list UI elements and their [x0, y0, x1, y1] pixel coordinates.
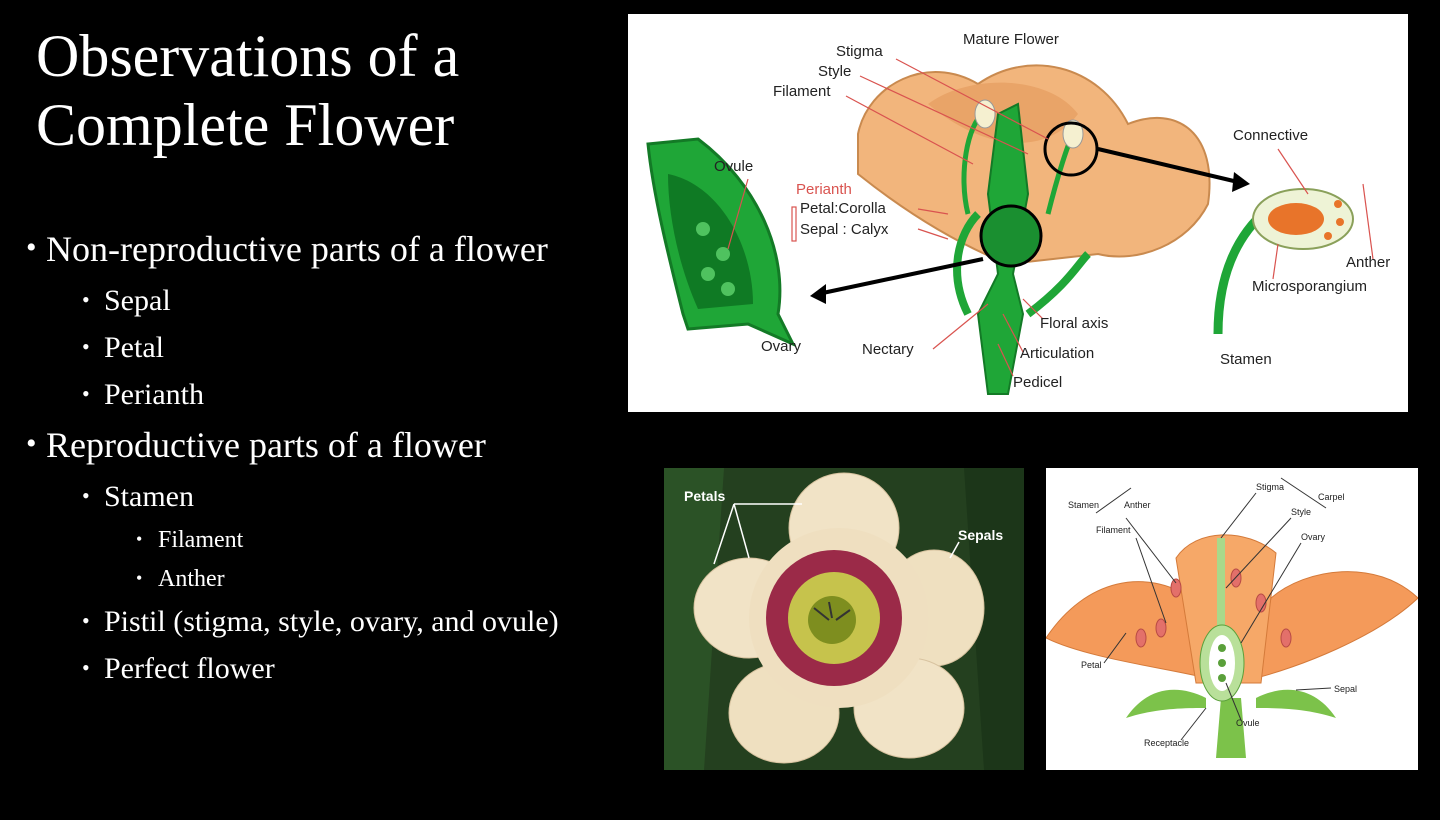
small-label-carpel: Carpel	[1318, 492, 1345, 502]
label-floral-axis: Floral axis	[1040, 315, 1108, 332]
photo-leader-lines	[713, 503, 960, 565]
daylily-photo-illustration: Petals Sepals	[664, 468, 1024, 770]
pollen-dot	[1334, 200, 1342, 208]
label-pedicel: Pedicel	[1013, 374, 1062, 391]
label-ovule: Ovule	[714, 158, 753, 175]
label-petal-corolla: Petal:Corolla	[800, 200, 887, 217]
bullet-perfect-flower: Perfect flower	[82, 651, 616, 687]
sepal-right	[1025, 251, 1091, 318]
arrow-head-left	[810, 284, 826, 304]
label-perianth: Perianth	[796, 181, 852, 198]
small-label-petal: Petal	[1081, 660, 1102, 670]
small-label-filament: Filament	[1096, 525, 1131, 535]
bullet-pistil: Pistil (stigma, style, ovary, and ovule)	[82, 604, 616, 640]
sepal-left	[953, 211, 981, 316]
bullet-reproductive: Reproductive parts of a flower	[26, 424, 616, 467]
leader-lines	[727, 58, 1374, 377]
mature-flower-illustration: Mature Flower Stigma Style Filament Ovul…	[646, 31, 1390, 395]
cross-section-illustration: Stamen Anther Filament Stigma Carpel Sty…	[1045, 477, 1419, 758]
label-style: Style	[818, 63, 851, 80]
microsporangium-cluster	[1268, 203, 1324, 235]
small-label-stigma: Stigma	[1256, 482, 1284, 492]
cross-section-leader-lines	[1095, 477, 1332, 741]
arrow-to-ovary	[817, 257, 984, 296]
photo-label-petals: Petals	[684, 488, 725, 504]
small-label-anther: Anther	[1124, 500, 1151, 510]
arrow-to-stamen	[1097, 147, 1239, 184]
ovule-dot	[721, 282, 735, 296]
daylily-flower	[693, 472, 985, 764]
perianth-bracket	[791, 206, 797, 242]
bullet-non-reproductive: Non-reproductive parts of a flower	[26, 228, 616, 271]
small-label-stamen: Stamen	[1068, 500, 1099, 510]
ovary-chamber	[668, 174, 753, 309]
small-label-sepal: Sepal	[1334, 684, 1357, 694]
label-connective: Connective	[1233, 127, 1308, 144]
label-nectary: Nectary	[862, 341, 914, 358]
small-label-style: Style	[1291, 507, 1311, 517]
bullet-stamen: Stamen	[82, 479, 616, 515]
ovule-dot	[701, 267, 715, 281]
small-label-ovary: Ovary	[1301, 532, 1326, 542]
bullet-filament: Filament	[136, 526, 616, 555]
arrow-head-right	[1232, 172, 1250, 192]
bullet-list: Non-reproductive parts of a flower Sepal…	[26, 228, 616, 698]
label-stigma: Stigma	[836, 43, 883, 60]
bullet-anther: Anther	[136, 565, 616, 594]
slide-title: Observations of a Complete Flower	[36, 23, 460, 158]
anther-highlight-circle	[1043, 121, 1099, 177]
label-mature-flower: Mature Flower	[963, 31, 1059, 48]
ovary-highlight-circle	[979, 204, 1043, 268]
label-ovary: Ovary	[761, 338, 802, 355]
anther-right	[1062, 119, 1084, 149]
bullet-petal: Petal	[82, 330, 616, 366]
flower-photo: Petals Sepals	[664, 468, 1024, 770]
small-label-receptacle: Receptacle	[1144, 738, 1189, 748]
anther-left	[974, 99, 996, 129]
pollen-dot	[1336, 218, 1344, 226]
label-articulation: Articulation	[1020, 345, 1094, 362]
pollen-dot	[1324, 232, 1332, 240]
label-filament: Filament	[773, 83, 831, 100]
label-stamen: Stamen	[1220, 351, 1272, 368]
mature-flower-diagram: Mature Flower Stigma Style Filament Ovul…	[628, 14, 1408, 412]
label-sepal-calyx: Sepal : Calyx	[800, 221, 889, 238]
bullet-sepal: Sepal	[82, 283, 616, 319]
small-label-ovule: Ovule	[1236, 718, 1260, 728]
photo-label-sepals: Sepals	[958, 527, 1003, 543]
ovule-dot	[716, 247, 730, 261]
bullet-perianth: Perianth	[82, 377, 616, 413]
label-anther: Anther	[1346, 254, 1390, 271]
ovule-dot	[696, 222, 710, 236]
label-microsporangium: Microsporangium	[1252, 278, 1367, 295]
cross-section-diagram: Stamen Anther Filament Stigma Carpel Sty…	[1045, 468, 1419, 770]
